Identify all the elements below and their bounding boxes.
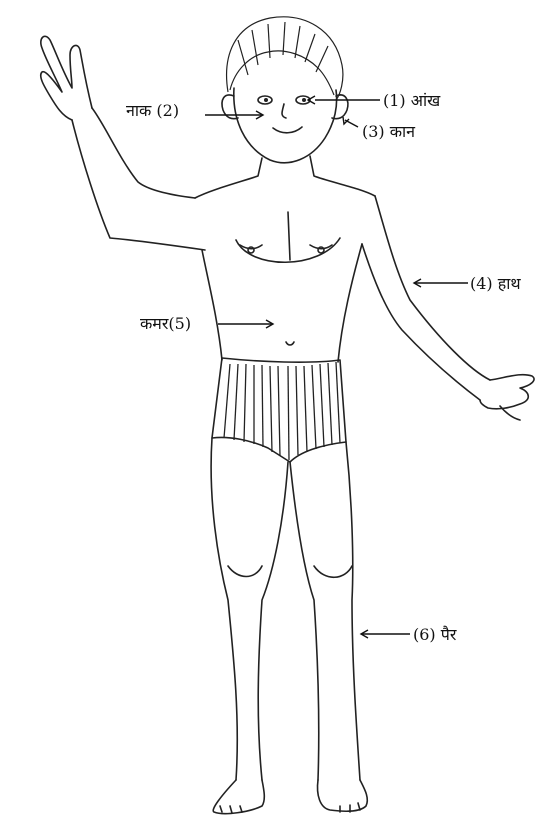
legs: [211, 438, 367, 814]
hand-label: (4) हाथ: [470, 275, 521, 293]
lowered-arm: [362, 196, 534, 420]
eye-label: (1) आंख: [383, 92, 440, 110]
hair: [227, 17, 343, 100]
mouth: [273, 127, 302, 133]
torso: [195, 156, 375, 362]
waist-label: कमर(5): [140, 315, 191, 333]
raised-arm: [41, 36, 205, 250]
nose: [282, 104, 286, 118]
ear-label: (3) कान: [362, 123, 415, 141]
leg-label: (6) पैर: [413, 626, 456, 644]
nose-label: नाक (2): [126, 102, 179, 120]
head: [222, 88, 348, 163]
shorts: [212, 358, 346, 462]
